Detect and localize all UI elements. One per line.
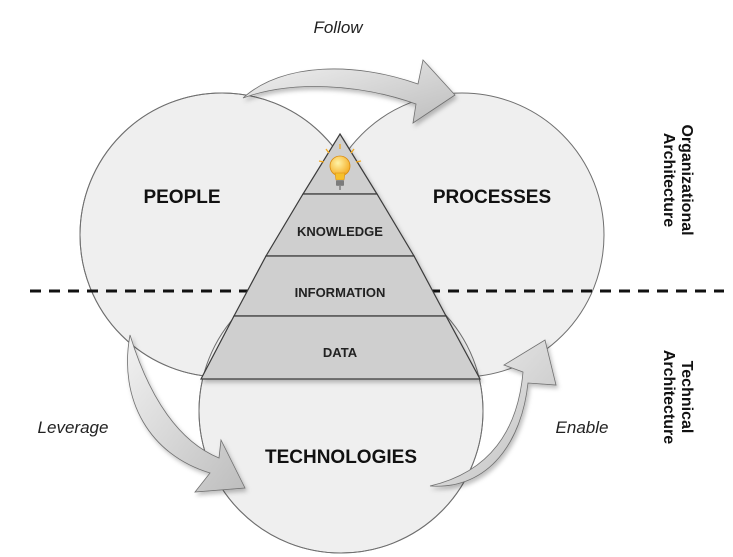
enable-arrow (429, 339, 557, 487)
follow-label: Follow (313, 18, 364, 37)
svg-text:Architecture: Architecture (660, 133, 677, 227)
enable-label: Enable (556, 418, 609, 437)
technologies-label: TECHNOLOGIES (265, 447, 417, 468)
svg-text:Architecture: Architecture (660, 350, 677, 444)
svg-text:Technical: Technical (678, 361, 695, 434)
leverage-arrow (127, 334, 246, 493)
svg-text:Organizational: Organizational (678, 124, 695, 235)
knowledge-label: KNOWLEDGE (297, 224, 383, 239)
technical-architecture-label: Technical Architecture (660, 350, 695, 444)
pyramid-tier-data (200, 315, 482, 380)
people-label: PEOPLE (143, 187, 220, 208)
data-label: DATA (323, 345, 358, 360)
organizational-architecture-label: Organizational Architecture (660, 124, 695, 235)
processes-label: PROCESSES (433, 187, 551, 208)
information-label: INFORMATION (295, 285, 386, 300)
follow-arrow (242, 59, 456, 124)
leverage-label: Leverage (38, 418, 109, 437)
lightbulb-icon (318, 144, 362, 190)
